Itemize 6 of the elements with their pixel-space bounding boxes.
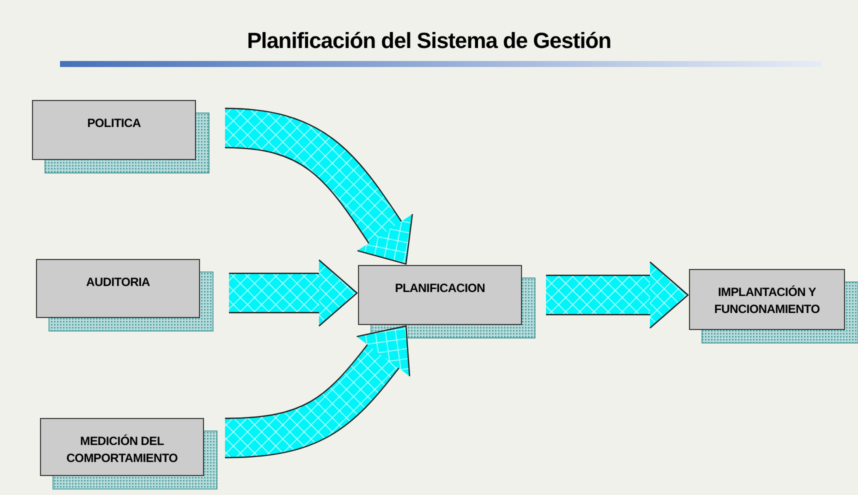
process-box: AUDITORIA — [36, 259, 200, 318]
process-box: POLITICA — [32, 100, 196, 160]
process-box: MEDICIÓN DEL COMPORTAMIENTO — [40, 418, 204, 476]
title: Planificación del Sistema de Gestión — [246, 30, 612, 52]
process-box: PLANIFICACION — [358, 265, 522, 325]
process-box: IMPLANTACIÓN Y FUNCIONAMIENTO — [689, 269, 845, 330]
